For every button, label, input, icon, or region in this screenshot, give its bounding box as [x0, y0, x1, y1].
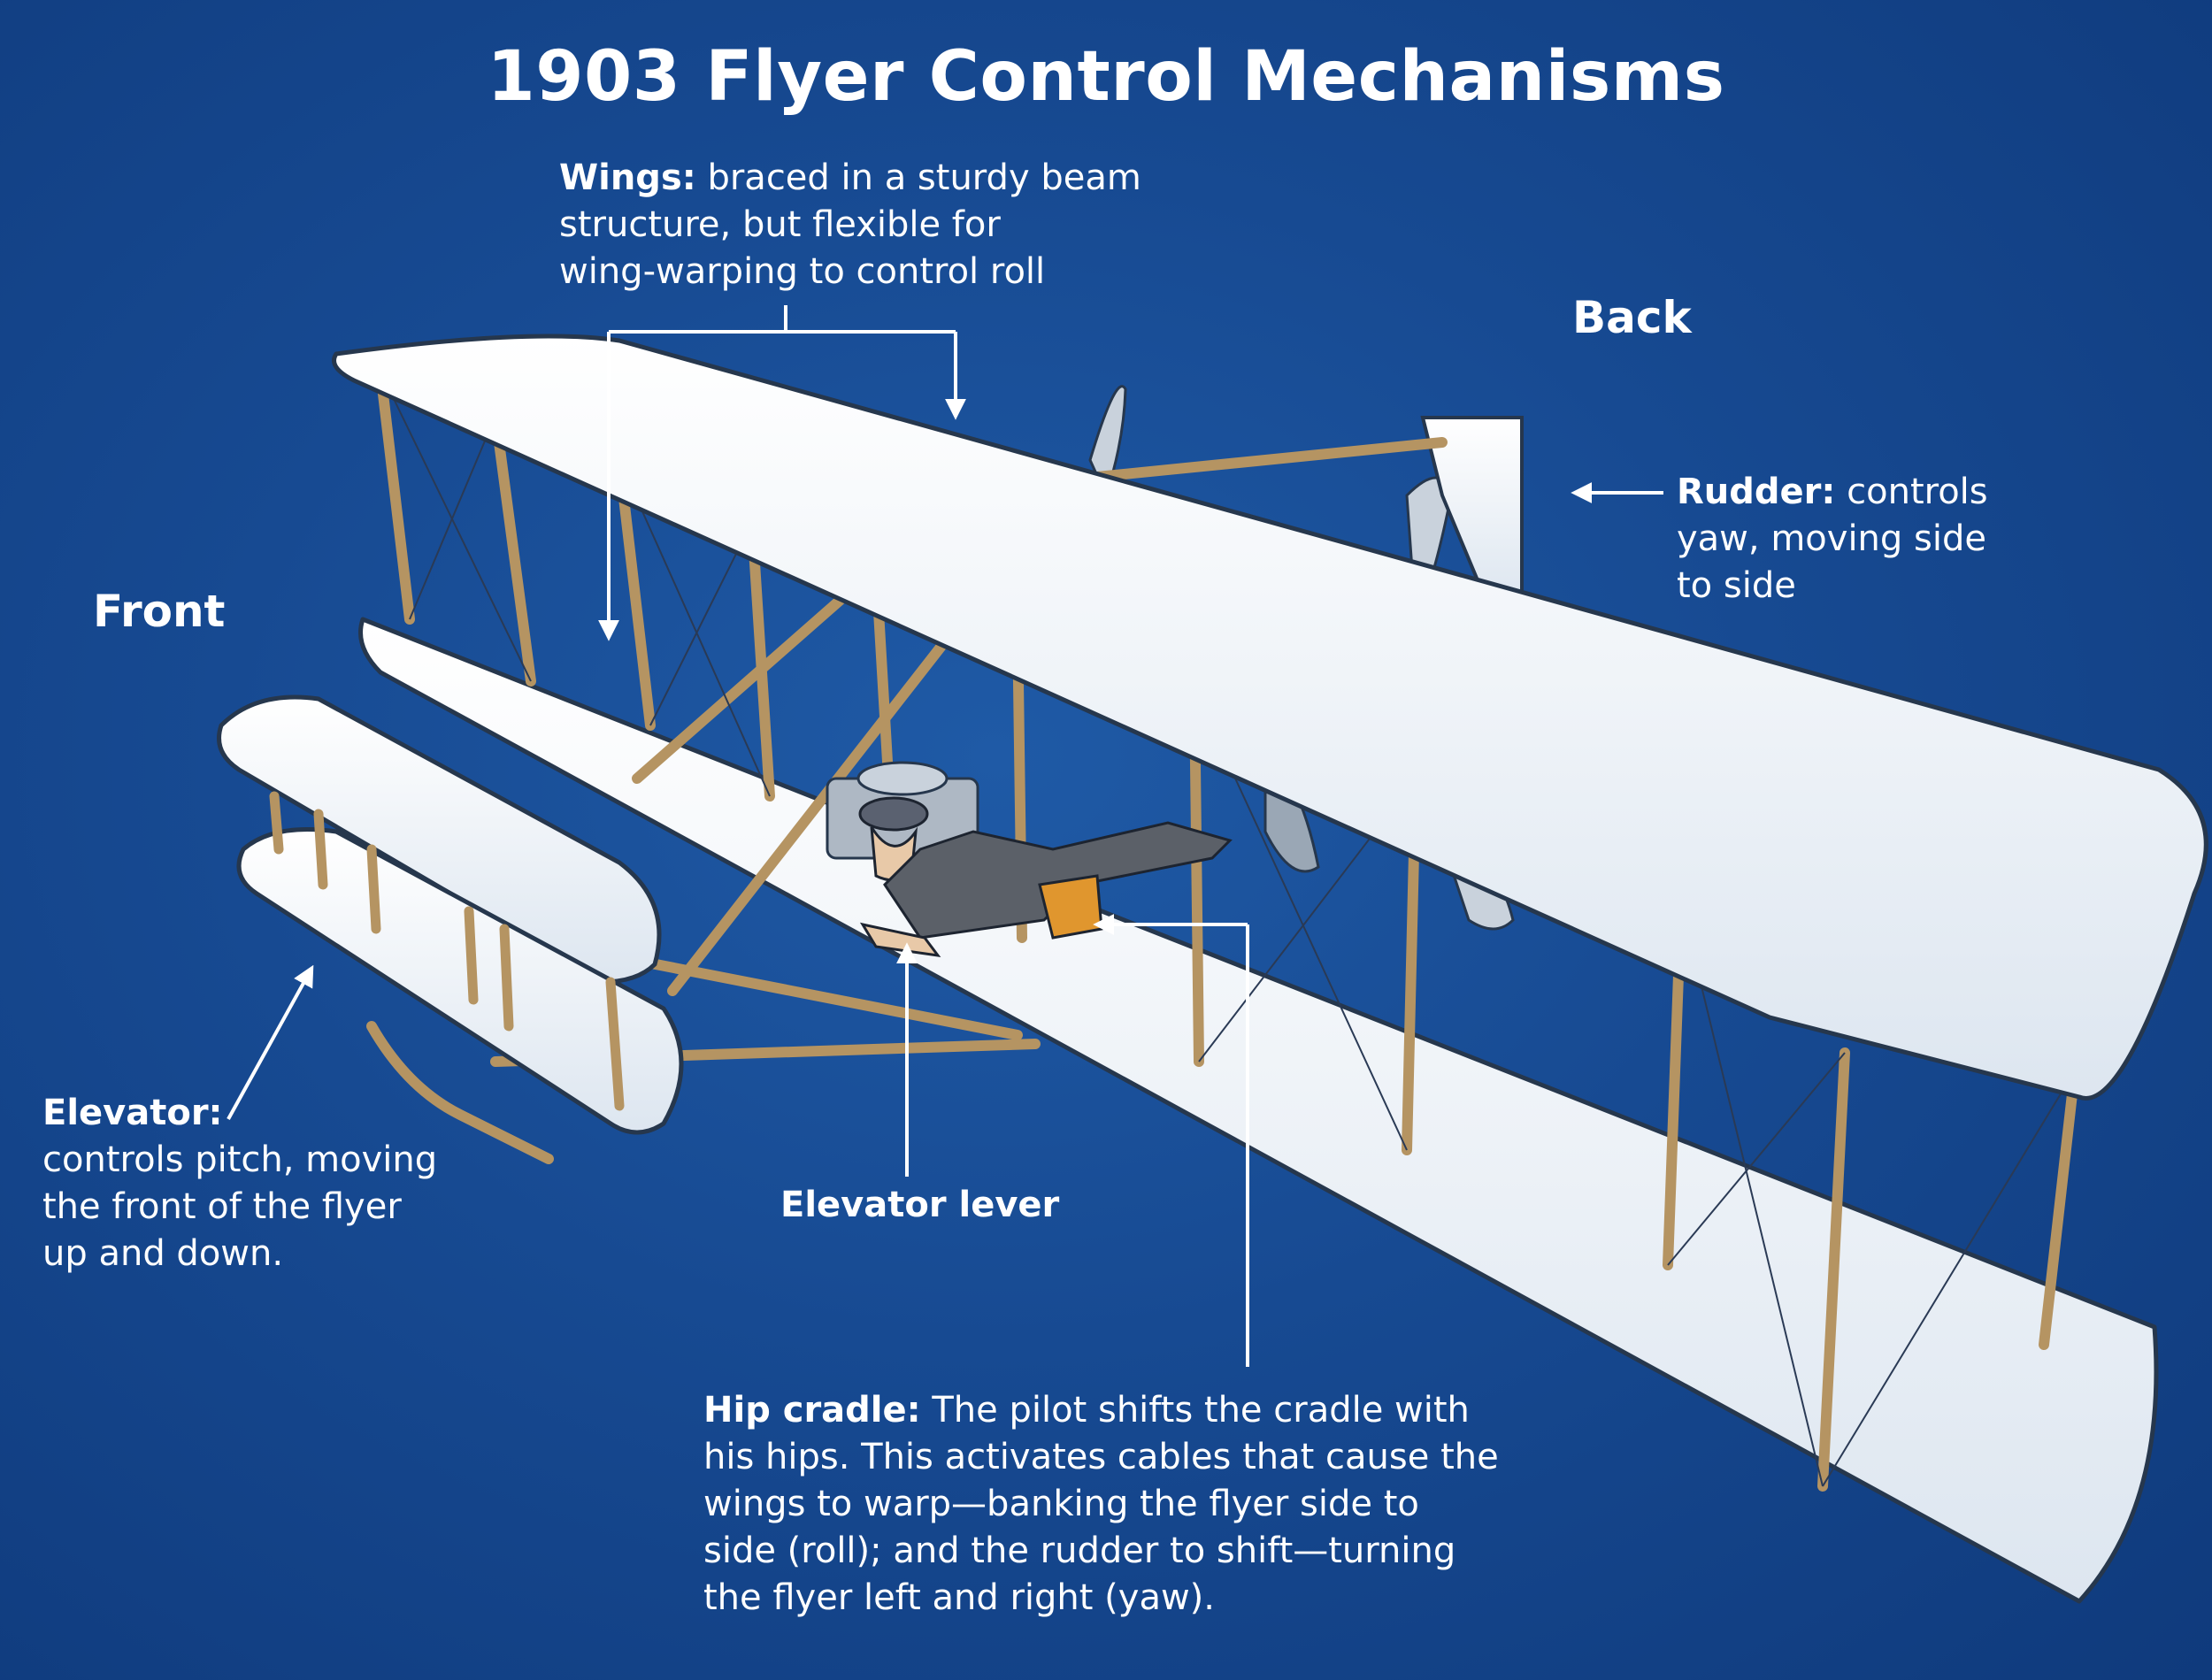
elevator-callout: Elevator: controls pitch, moving the fro… — [42, 1090, 437, 1277]
elevator-lever-term: Elevator lever — [780, 1185, 1060, 1225]
elevator-line-2: the front of the flyer — [42, 1186, 402, 1227]
wings-line-3: wing-warping to control roll — [559, 251, 1046, 292]
elevator-line-3: up and down. — [42, 1233, 284, 1274]
elevator-term: Elevator: — [42, 1093, 223, 1133]
hip-cradle-line-2: his hips. This activates cables that cau… — [703, 1437, 1499, 1477]
lower-wing — [358, 617, 2159, 1604]
rudder-term: Rudder: — [1677, 472, 1836, 512]
wings-callout: Wings: braced in a sturdy beam structure… — [559, 155, 1141, 295]
elevator-arrow — [227, 964, 314, 1120]
callout-arrows — [227, 305, 1663, 1367]
rudder-callout: Rudder: controls yaw, moving side to sid… — [1677, 469, 1988, 610]
diagram-title: 1903 Flyer Control Mechanisms — [487, 37, 1725, 117]
hip-cradle-line-4: side (roll); and the rudder to shift—tur… — [703, 1530, 1456, 1571]
hip-cradle-line-3: wings to warp—banking the flyer side to — [703, 1484, 1419, 1524]
hip-cradle-line-5: the flyer left and right (yaw). — [703, 1577, 1215, 1618]
rudder-line-3: to side — [1677, 565, 1796, 606]
elevator-lever-callout: Elevator lever — [780, 1182, 1059, 1229]
hip-cradle-term: Hip cradle: — [703, 1390, 921, 1431]
wings-line-1: braced in a sturdy beam — [707, 157, 1141, 198]
hip-cradle-callout: Hip cradle: The pilot shifts the cradle … — [703, 1387, 1499, 1622]
elevator-line-1: controls pitch, moving — [42, 1139, 438, 1180]
elevator — [217, 694, 684, 1164]
rudder-line-2: yaw, moving side — [1677, 518, 1986, 559]
upper-wing — [332, 334, 2208, 1101]
pilot — [858, 796, 1233, 957]
front-label: Front — [93, 586, 226, 637]
hip-cradle-line-1: The pilot shifts the cradle with — [932, 1390, 1470, 1431]
rudder-line-1: controls — [1847, 472, 1988, 512]
back-label: Back — [1572, 292, 1692, 343]
wings-line-2: structure, but flexible for — [559, 204, 1001, 245]
wings-term: Wings: — [559, 157, 696, 198]
